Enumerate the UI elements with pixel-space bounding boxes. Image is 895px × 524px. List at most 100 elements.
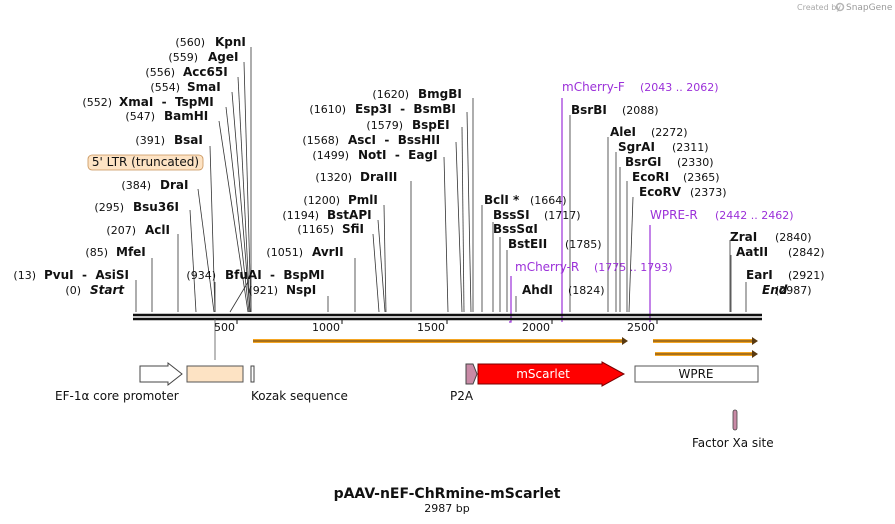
- site-sfii: SfiI: [342, 222, 364, 236]
- site-sgrai: SgrAI: [618, 140, 655, 154]
- site-pos: (921): [248, 284, 278, 297]
- map-length: 2987 bp: [424, 502, 469, 515]
- site-pos: (556): [145, 66, 175, 79]
- p2a-label: P2A: [450, 389, 474, 403]
- ruler-tick-label: 1000: [312, 321, 340, 334]
- site-bsssai: BssSαI: [493, 222, 538, 236]
- site-pos: (1717): [544, 209, 581, 222]
- factor-xa-marker: [732, 409, 738, 431]
- site-bstapi: BstAPI: [327, 208, 372, 222]
- site-pos: (559): [168, 51, 198, 64]
- orf-arrows: [253, 337, 758, 358]
- site-pos: (1499): [312, 149, 349, 162]
- site-pos: (1824): [568, 284, 605, 297]
- promoter-label: EF-1α core promoter: [55, 389, 179, 403]
- site-pos: (1200): [303, 194, 340, 207]
- site-draiii: DraIII: [360, 170, 397, 184]
- site-bsrgi: BsrGI: [625, 155, 662, 169]
- site-nspi: NspI: [286, 283, 316, 297]
- site-bsu36i: Bsu36I: [133, 200, 179, 214]
- site-pointer-lines: [135, 47, 747, 313]
- site-pos: (2088): [622, 104, 659, 117]
- ruler-tick-label: 2500: [627, 321, 655, 334]
- feature-labels: EF-1α core promoter Kozak sequence P2A F…: [55, 389, 774, 450]
- wpre-box: [634, 365, 759, 383]
- site-pos: (2272): [651, 126, 688, 139]
- site-pmli: PmlI: [348, 193, 378, 207]
- site-bfuai-bspmi: BfuAI - BspMI: [225, 268, 325, 282]
- snapgene-logo-icon: [835, 2, 845, 12]
- site-mfei: MfeI: [116, 245, 146, 259]
- site-bsrbi: BsrBI: [571, 103, 607, 117]
- primer-mcherry-f: mCherry-F: [562, 80, 625, 94]
- site-pos: (85): [85, 246, 108, 259]
- site-drai: DraI: [160, 178, 188, 192]
- site-pos: (2842): [788, 246, 825, 259]
- site-pos: (1664): [530, 194, 567, 207]
- ruler-tick-label: 2000: [522, 321, 550, 334]
- site-pos: (391): [135, 134, 165, 147]
- ltr-feature-label: 5' LTR (truncated): [87, 154, 204, 171]
- primer-mcherry-r: mCherry-R: [515, 260, 579, 274]
- sequence-backbone: [133, 313, 762, 321]
- site-pos: (2987): [775, 284, 812, 297]
- wpre-label: WPRE: [678, 367, 713, 381]
- site-pos: (1165): [297, 223, 334, 236]
- site-pos: (1051): [266, 246, 303, 259]
- site-bmgbi: BmgBI: [418, 87, 462, 101]
- site-eari: EarI: [746, 268, 773, 282]
- site-bsai: BsaI: [174, 133, 203, 147]
- site-avrii: AvrII: [312, 245, 344, 259]
- site-pos: (1785): [565, 238, 602, 251]
- site-esp3i-bsmbi: Esp3I - BsmBI: [355, 102, 456, 116]
- p2a-arrow: [465, 363, 478, 385]
- site-ecori: EcoRI: [632, 170, 669, 184]
- primer-wpre-r: WPRE-R: [650, 208, 698, 222]
- site-asci-bsshii: AscI - BssHII: [348, 133, 440, 147]
- site-noti-eagi: NotI - EagI: [358, 148, 438, 162]
- site-pos: (2840): [775, 231, 812, 244]
- site-pos: (0): [65, 284, 81, 297]
- site-alei: AleI: [610, 125, 636, 139]
- site-zrai: ZraI: [730, 230, 757, 244]
- site-bcli: BclI *: [484, 193, 520, 207]
- site-start: Start: [90, 283, 125, 297]
- mscarlet-arrow: [477, 361, 626, 387]
- site-pos: (1320): [315, 171, 352, 184]
- primer-labels: mCherry-F (2043 .. 2062) WPRE-R (2442 ..…: [515, 80, 794, 274]
- factor-xa-label: Factor Xa site: [692, 436, 774, 450]
- site-pos: (207): [106, 224, 136, 237]
- site-pos: (2311): [672, 141, 709, 154]
- site-kpni: KpnI: [215, 35, 246, 49]
- site-bsteii: BstEII: [508, 237, 547, 251]
- ltr-label-text: 5' LTR (truncated): [92, 155, 199, 169]
- kozak-box: [250, 365, 255, 383]
- site-pos: (295): [94, 201, 124, 214]
- site-pos: (1610): [309, 103, 346, 116]
- site-pos: (552): [82, 96, 112, 109]
- site-pvui-asisi: PvuI - AsiSI: [44, 268, 129, 282]
- ruler: 500 1000 1500 2000 2500: [214, 319, 658, 334]
- primer-range: (2442 .. 2462): [715, 209, 794, 222]
- feature-row: mScarlet WPRE: [139, 361, 759, 431]
- site-xmai-tspmi: XmaI - TspMI: [119, 95, 214, 109]
- site-acli: AclI: [145, 223, 170, 237]
- site-pos: (2330): [677, 156, 714, 169]
- mscarlet-label: mScarlet: [516, 367, 570, 381]
- site-bamhi: BamHI: [164, 109, 208, 123]
- ruler-tick-label: 500: [214, 321, 235, 334]
- site-pos: (2921): [788, 269, 825, 282]
- site-pos: (547): [125, 110, 155, 123]
- site-pos: (934): [186, 269, 216, 282]
- site-aatii: AatII: [736, 245, 768, 259]
- site-end: End: [762, 283, 788, 297]
- site-ecorv: EcoRV: [639, 185, 682, 199]
- site-bsssi: BssSI: [493, 208, 530, 222]
- site-pos: (13): [13, 269, 36, 282]
- site-pos: (1194): [282, 209, 319, 222]
- site-pos: (2365): [683, 171, 720, 184]
- site-pos: (560): [175, 36, 205, 49]
- primer-range: (2043 .. 2062): [640, 81, 719, 94]
